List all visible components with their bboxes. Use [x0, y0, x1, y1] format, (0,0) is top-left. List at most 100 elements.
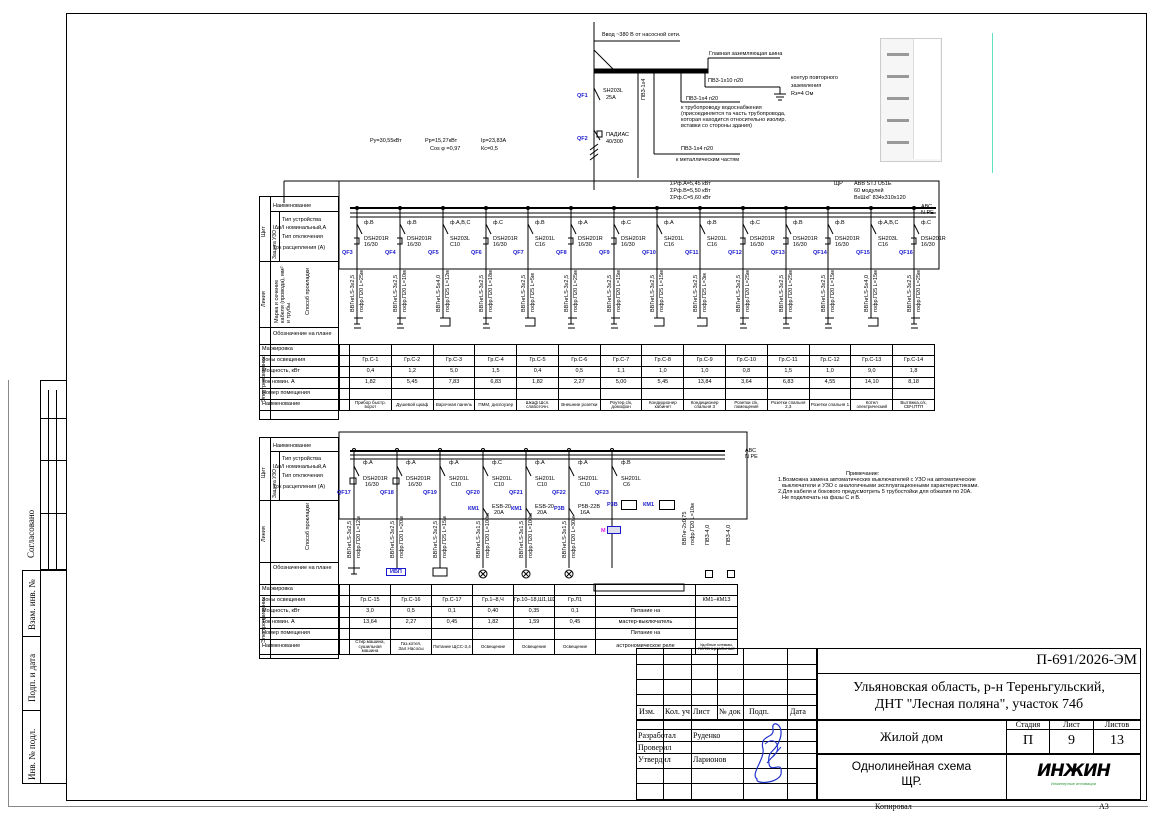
cell-feed-note: мастер-выключатель: [595, 617, 696, 629]
contactor-coil: [659, 500, 675, 510]
breaker-id: QF22: [552, 490, 566, 496]
cell-feed-note: астрономическое реле: [595, 639, 696, 655]
laying-spec: гофр.П20 L=25м: [359, 270, 365, 312]
phase-label: ф.В: [707, 220, 717, 226]
master-switch-icon: [607, 526, 621, 534]
cell-title: Варочная панель: [432, 399, 476, 411]
breaker-device: DSH201R: [407, 236, 432, 242]
breaker-id: QF20: [466, 490, 480, 496]
notes: Примечание: 1.Возможна замена автоматиче…: [778, 471, 979, 501]
rcd-symbol: [783, 237, 789, 245]
breaker-id: QF7: [513, 250, 524, 256]
breaker-rating: C10: [450, 242, 461, 248]
cell-power: 1,5: [766, 366, 810, 378]
bus-tap: [784, 206, 788, 210]
cell-zone: Гр.Л1: [554, 595, 596, 607]
row-headers-2: Наименование Тип устройства IΔn/I номина…: [259, 437, 339, 659]
laying-spec: гофр.П20 L=100м: [485, 513, 491, 558]
socket-icon: [483, 317, 492, 329]
breaker-device: DSH201R: [835, 236, 860, 242]
bus-tap: [395, 448, 399, 452]
rcd-symbol: [825, 237, 831, 245]
cell-marking: [766, 344, 810, 356]
socket-icon: [397, 317, 406, 329]
cable-spec: ВВГнгLS-3х2,5: [693, 274, 699, 312]
km-cable: ВВГнг-2х0,75: [682, 511, 688, 545]
address-line1: Ульяновская область, р-н Тереньгульский,: [853, 680, 1105, 695]
cable-spec: ВВГнгLS-3х1,5: [519, 520, 525, 558]
cell-marking: [349, 584, 391, 596]
qf2-rating: 40/300: [606, 139, 623, 145]
junction-box-icon: [525, 317, 536, 327]
panel-name: ЩР: [834, 181, 843, 187]
phase-label: ф.С: [621, 220, 632, 226]
laying-spec: гофр.П25 L=3м: [702, 273, 708, 312]
cell-title: Котел электрический: [850, 399, 894, 411]
cell-room: [349, 628, 391, 640]
phase-label: ф.А: [449, 460, 459, 466]
breaker-device: DSH201R: [621, 236, 646, 242]
socket-icon: [783, 317, 792, 329]
breaker-device: DSH201R: [406, 476, 431, 482]
socket-icon: [348, 567, 360, 575]
spacer-cell: [339, 617, 350, 629]
laying-spec: гофр.П20 L=100м: [528, 513, 534, 558]
phase-label: ф.А,В,С: [450, 220, 471, 226]
laying-spec: гофр.П20 L=20м: [399, 516, 405, 558]
cell-zone: Гр.С-3: [432, 355, 476, 367]
breaker-id: QF21: [509, 490, 523, 496]
relay-id: Р3В: [607, 502, 618, 508]
breaker-rating: C6: [623, 482, 631, 488]
cell-room: [725, 388, 768, 400]
cell-feed-note: Питание на: [595, 628, 696, 640]
phase-label: ф.В: [793, 220, 803, 226]
lamp-icon: [564, 569, 574, 579]
cell-power: 1,8: [892, 366, 935, 378]
cell-room: [683, 388, 727, 400]
logo-subtitle: Инженерные инновации: [1050, 781, 1096, 786]
rh-line: Линия: [261, 291, 267, 307]
phase-label: ф.В: [835, 220, 845, 226]
rh-trip-type: Тип отключения: [282, 234, 323, 240]
cell-current: 13,64: [349, 617, 391, 629]
cell-title: Роутер,с/к, домофон: [599, 399, 643, 411]
row-header: Номер помещения: [259, 388, 340, 400]
cell-power: 1,5: [474, 366, 518, 378]
cell-power: 0,35: [513, 606, 555, 618]
breaker-id: QF13: [771, 250, 785, 256]
rcd-symbol: [397, 237, 403, 245]
laying-spec: гофр.П20 L=25м: [573, 270, 579, 312]
cell-title: Кондиционер кабинет: [641, 399, 685, 411]
circuit-symbol: [525, 206, 536, 327]
approved-label: Утвердил: [638, 755, 671, 764]
breaker-id: QF6: [471, 250, 482, 256]
cable-spec: ВВГнгLS-3х2,5: [564, 274, 570, 312]
qf1-label: QF1: [577, 93, 588, 99]
cell-room: [641, 388, 685, 400]
contactor-device: ESB-20: [492, 504, 511, 510]
circuit-symbol: [348, 448, 360, 575]
total-pp: Рр=15,27кВт: [425, 138, 458, 144]
format-label: А3: [1099, 802, 1109, 811]
breaker-id: QF8: [556, 250, 567, 256]
breaker-rating: C10: [451, 482, 462, 488]
breaker-rating: 16/30: [493, 242, 507, 248]
breaker-device: DSH201R: [921, 236, 946, 242]
cell-room: [554, 628, 596, 640]
laying-spec: гофр.П25 L=12м: [445, 270, 451, 312]
phase-label: ф.А: [664, 220, 674, 226]
panel-model: ABB STJ U51E: [854, 181, 892, 187]
cell-title: Питание ЩСС-3,4: [431, 639, 473, 655]
socket-icon: [568, 317, 577, 329]
contactor-rating: 20А: [537, 510, 547, 516]
cell-current: 8,18: [892, 377, 935, 389]
cell-title: Освещение: [513, 639, 555, 655]
rcd-symbol: [483, 237, 489, 245]
cell-current: 13,84: [683, 377, 727, 389]
cell-power: 0,4: [349, 366, 392, 378]
breaker-rating: 16/30: [578, 242, 592, 248]
